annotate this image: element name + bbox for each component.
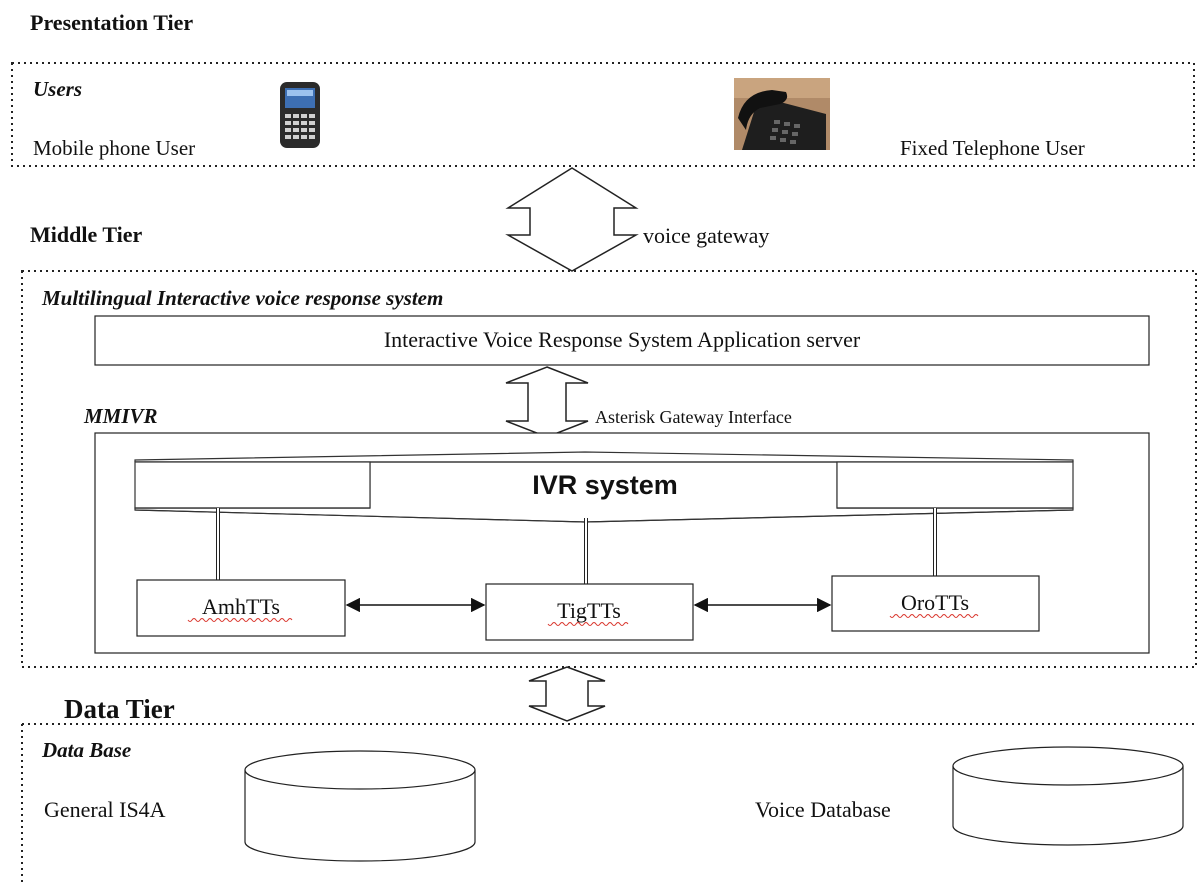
app-server-box — [94, 315, 1150, 366]
data-group-label: Data Base — [41, 738, 131, 762]
ivr-group-box — [21, 270, 1197, 668]
middle-tier-title: Middle Tier — [30, 222, 142, 247]
ivr-system-label: IVR system — [532, 470, 678, 500]
presentation-tier-title: Presentation Tier — [30, 10, 193, 35]
mobile-user-label: Mobile phone User — [33, 136, 195, 160]
data-tier-title: Data Tier — [64, 694, 175, 724]
database-cylinder-icon — [244, 750, 476, 862]
tts-module-label: OroTTs — [901, 590, 969, 615]
db-voice-label: Voice Database — [755, 797, 891, 822]
tts-module-amh: AmhTTs — [136, 579, 346, 637]
users-group-label: Users — [33, 77, 82, 101]
data-access-arrow — [528, 666, 606, 722]
tts-module-oro: OroTTs — [831, 575, 1040, 632]
tts-module-label: AmhTTs — [202, 594, 280, 619]
ivr-group-label: Multilingual Interactive voice response … — [41, 286, 443, 310]
spellcheck-underline — [187, 618, 293, 622]
fixed-user-label: Fixed Telephone User — [900, 136, 1085, 160]
database-cylinder-icon — [952, 746, 1184, 846]
app-server-label: Interactive Voice Response System Applic… — [384, 327, 861, 352]
mmivr-label: MMIVR — [83, 404, 158, 428]
desk-telephone-icon — [734, 78, 830, 150]
agi-arrow — [505, 366, 589, 438]
agi-label: Asterisk Gateway Interface — [595, 407, 792, 427]
db-general-label: General IS4A — [44, 797, 166, 822]
mobile-phone-icon — [280, 82, 320, 148]
voice-gateway-label: voice gateway — [643, 223, 769, 248]
spellcheck-underline — [547, 622, 629, 626]
spellcheck-underline — [889, 614, 979, 618]
data-group-box — [21, 723, 1196, 883]
tts-module-tig: TigTTs — [485, 583, 694, 641]
tts-module-label: TigTTs — [557, 598, 621, 623]
voice-gateway-arrow — [505, 167, 639, 272]
